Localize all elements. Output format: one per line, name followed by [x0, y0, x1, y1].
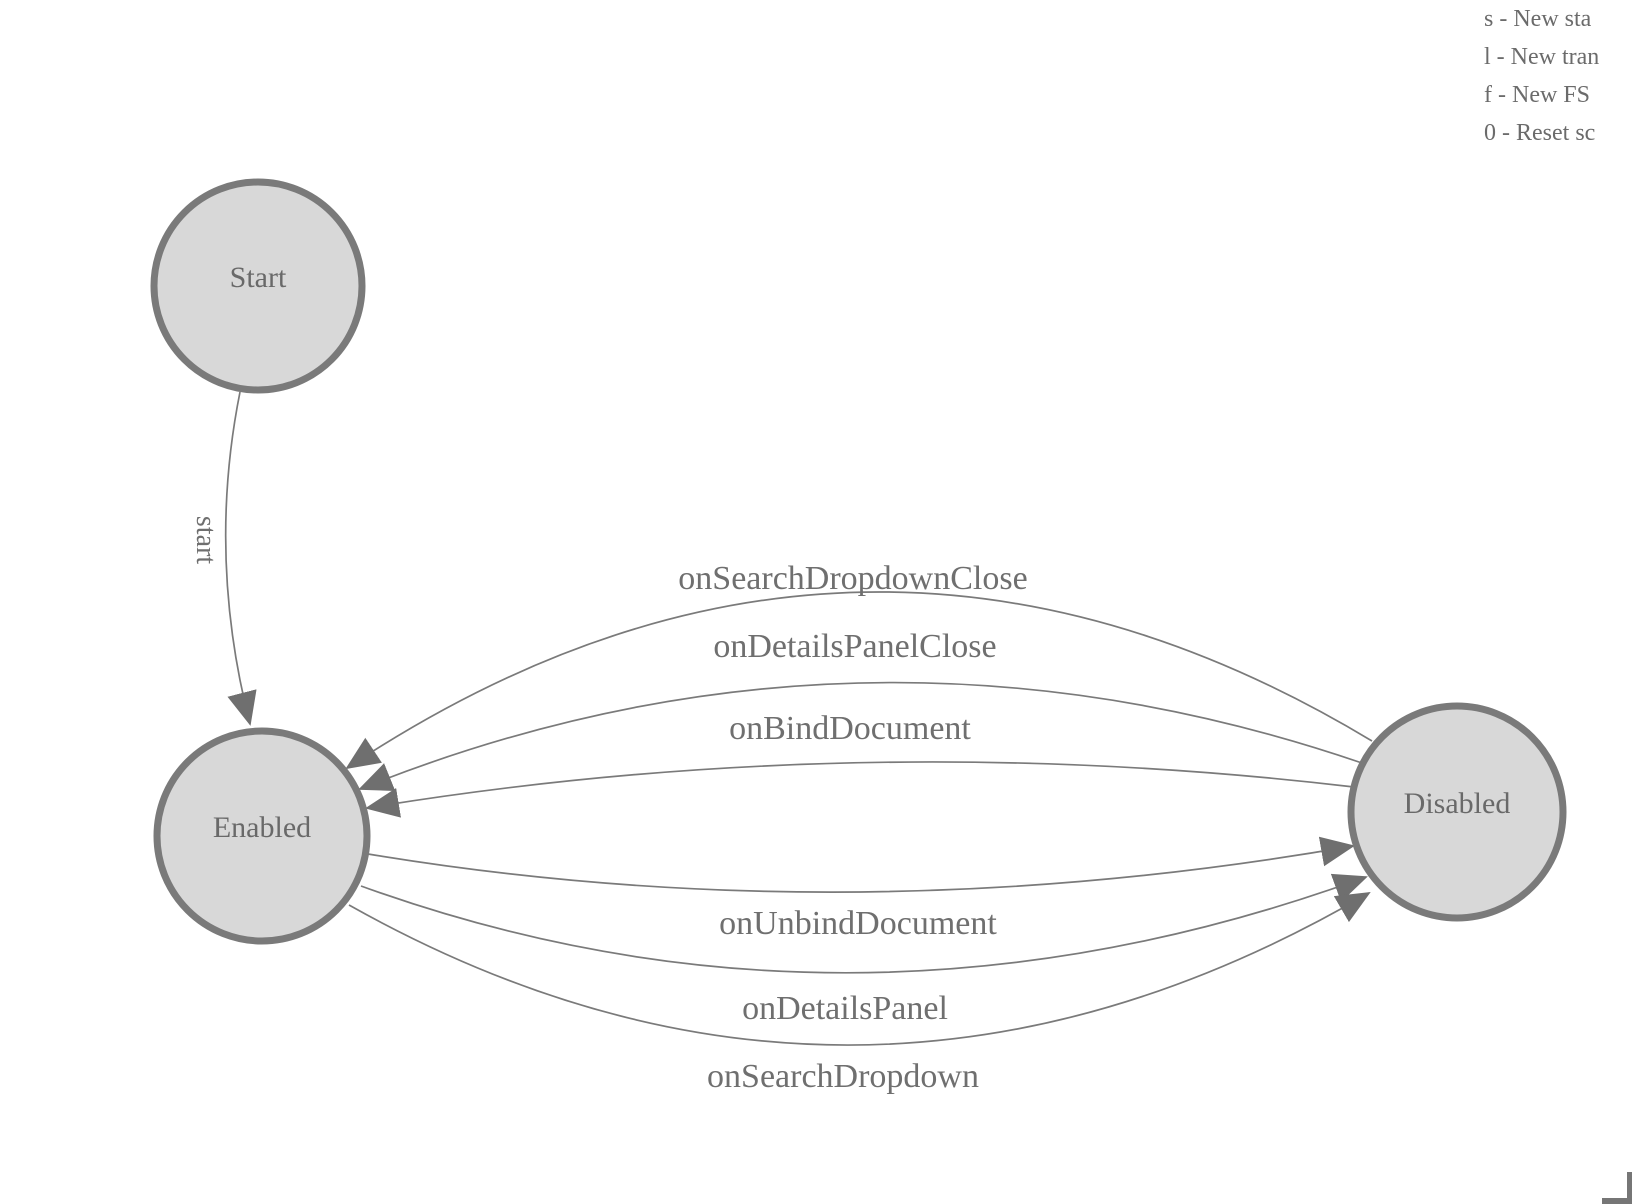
transition-onBindDocument-edge[interactable]	[365, 761, 1355, 818]
transition-onDetailsPanelClose-label: onDetailsPanelClose	[713, 628, 996, 665]
state-enabled-label: Enabled	[213, 811, 311, 844]
state-disabled-circle[interactable]	[1347, 702, 1567, 922]
transition-onDetailsPanel-label: onDetailsPanel	[742, 990, 948, 1027]
legend-item-new-fsm: f - New FS	[1484, 82, 1590, 108]
legend-item-reset-scale: 0 - Reset sc	[1484, 120, 1596, 146]
transition-onSearchDropdownClose-label: onSearchDropdownClose	[678, 560, 1027, 597]
transition-onDetailsPanelClose-edge[interactable]	[358, 681, 1363, 792]
state-disabled-label: Disabled	[1404, 787, 1511, 820]
legend-item-new-transition: l - New tran	[1484, 44, 1600, 70]
legend-item-new-state: s - New sta	[1484, 6, 1592, 32]
state-enabled[interactable]: Enabled	[153, 727, 371, 945]
state-disabled[interactable]: Disabled	[1347, 702, 1567, 922]
transition-onSearchDropdown-label: onSearchDropdown	[707, 1058, 979, 1095]
transition-onSearchDropdown-edge[interactable]	[348, 891, 1371, 1046]
state-start-circle[interactable]	[150, 178, 366, 394]
transition-onBindDocument-label: onBindDocument	[729, 710, 971, 747]
transition-start-edge[interactable]	[224, 391, 257, 726]
transition-onUnbindDocument-edge[interactable]	[367, 836, 1355, 893]
transition-start-label: start	[190, 516, 221, 564]
state-start-label: Start	[230, 261, 287, 294]
corner-artifact	[1602, 1172, 1632, 1204]
state-start[interactable]: Start	[150, 178, 366, 394]
shortcut-legend: s - New sta l - New tran f - New FS 0 - …	[1484, 0, 1599, 152]
transition-onDetailsPanel-edge[interactable]	[360, 873, 1368, 974]
transition-onUnbindDocument-label: onUnbindDocument	[719, 905, 997, 942]
state-enabled-circle[interactable]	[153, 727, 371, 945]
transition-onSearchDropdownClose-edge[interactable]	[345, 591, 1373, 770]
